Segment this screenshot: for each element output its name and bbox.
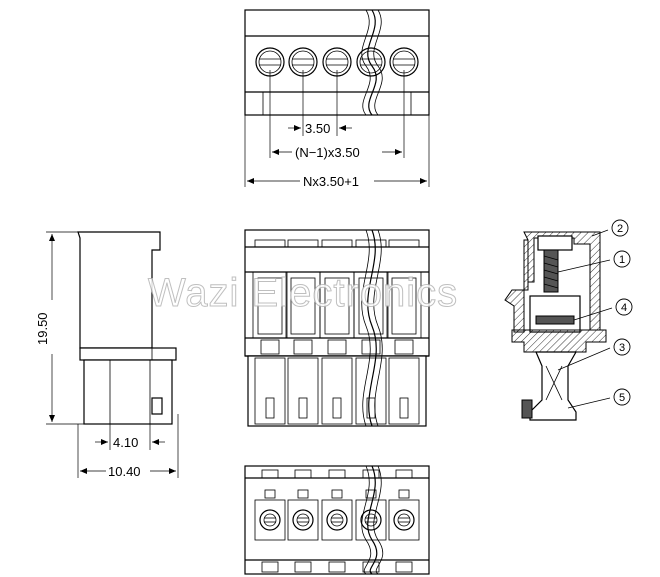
front-view — [244, 229, 430, 427]
watermark: Wazi Electronics — [148, 271, 458, 315]
front-pin-5 — [388, 357, 420, 425]
bottom-cell-1 — [254, 469, 286, 573]
front-cell-1 — [252, 239, 288, 355]
dimension-height: 19.50 — [35, 231, 90, 425]
bottom-cell-3 — [321, 469, 353, 573]
height-label: 19.50 — [35, 312, 50, 345]
callout-1-label: 1 — [619, 254, 625, 266]
callout-2-label: 2 — [617, 223, 623, 235]
dimension-span: (N−1)x3.50 — [269, 70, 405, 160]
side-view — [77, 231, 177, 425]
front-cell-5 — [386, 239, 422, 355]
callout-4: 4 — [573, 298, 633, 321]
dimension-offset: 4.10 — [95, 424, 165, 450]
dimension-depth: 10.40 — [77, 414, 179, 479]
depth-label: 10.40 — [108, 464, 141, 479]
dimension-total-width: Nx3.50+1 — [244, 115, 430, 189]
cross-section — [504, 231, 607, 421]
bottom-cell-4 — [355, 469, 387, 573]
bottom-cell-2 — [287, 469, 319, 573]
callout-3: 3 — [557, 338, 631, 371]
bottom-view — [244, 465, 430, 575]
front-pin-1 — [254, 357, 286, 425]
offset-label: 4.10 — [113, 435, 138, 450]
callout-3-label: 3 — [619, 342, 625, 354]
top-view-screws — [255, 47, 419, 77]
dimension-pitch: 3.50 — [288, 70, 352, 136]
callout-4-label: 4 — [621, 302, 627, 314]
callout-2: 2 — [591, 219, 629, 237]
callout-5: 5 — [567, 388, 631, 409]
front-pin-2 — [287, 357, 319, 425]
callout-5-label: 5 — [619, 392, 625, 404]
total-width-label: Nx3.50+1 — [303, 174, 359, 189]
bottom-view-cells — [254, 469, 420, 573]
bottom-cell-5 — [388, 469, 420, 573]
break-line — [367, 9, 377, 116]
span-label: (N−1)x3.50 — [295, 145, 360, 160]
callout-1: 1 — [557, 250, 631, 273]
front-pin-3 — [321, 357, 353, 425]
pitch-label: 3.50 — [305, 121, 330, 136]
